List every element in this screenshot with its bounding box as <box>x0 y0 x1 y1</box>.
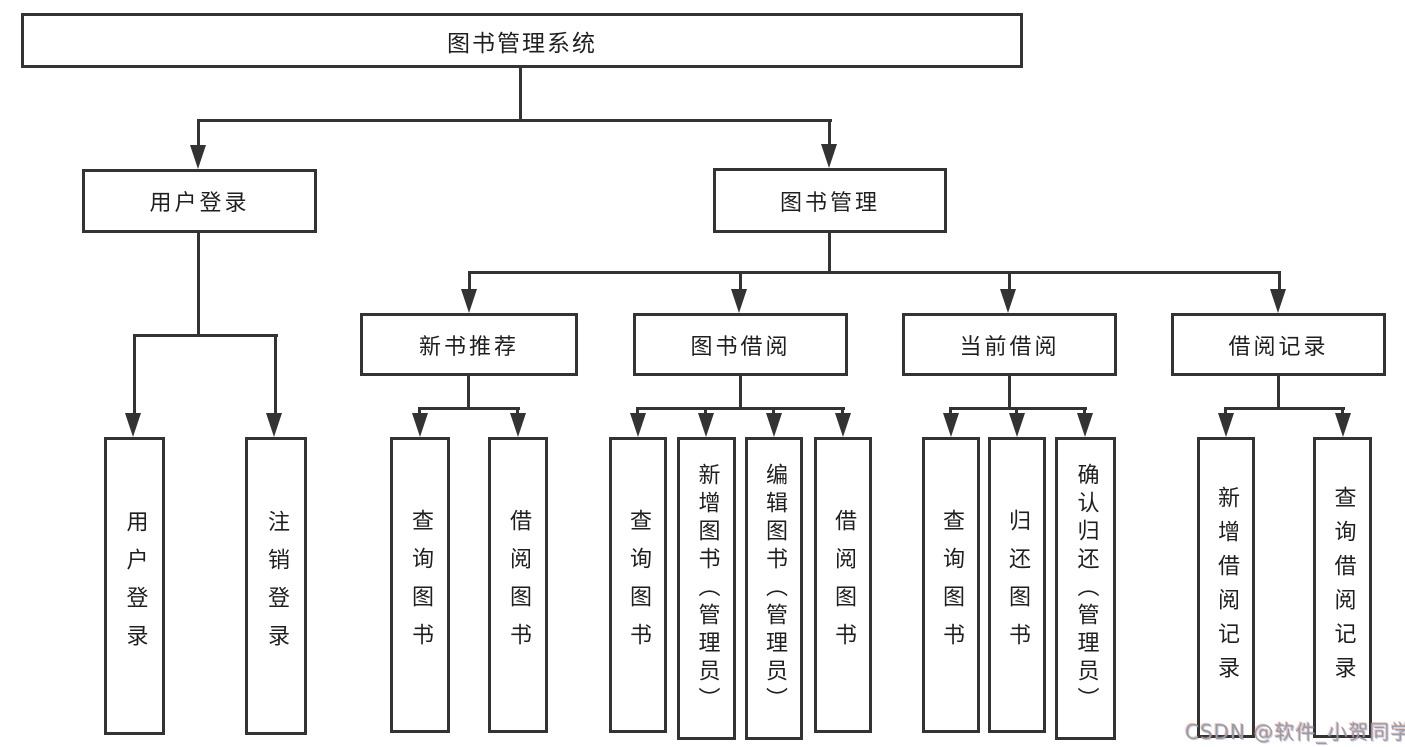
arrow-down-icon <box>1077 413 1093 437</box>
connector-line <box>636 407 845 410</box>
arrow-down-icon <box>266 413 282 437</box>
arrow-down-icon <box>943 413 959 437</box>
connector-line <box>197 233 200 336</box>
leaf-borrow-books: 借阅图书 <box>814 437 872 733</box>
connector-line <box>467 376 470 410</box>
leaf-query-books-borrow: 查询图书 <box>609 437 667 733</box>
node-book-management: 图书管理 <box>713 168 947 233</box>
leaf-edit-books-admin: 编辑图书（管理员） <box>745 437 803 740</box>
arrow-down-icon <box>835 413 851 437</box>
arrow-down-icon <box>731 289 747 313</box>
leaf-label: 查询图书 <box>408 509 433 661</box>
leaf-label: 查询借阅记录 <box>1330 485 1356 690</box>
arrow-down-icon <box>412 413 428 437</box>
leaf-label: 编辑图书（管理员） <box>762 462 787 715</box>
leaf-label: 借阅图书 <box>506 509 531 661</box>
arrow-down-icon <box>461 289 477 313</box>
leaf-add-books-admin: 新增图书（管理员） <box>677 437 736 740</box>
leaf-confirm-return-admin: 确认归还（管理员） <box>1055 437 1116 740</box>
connector-line <box>828 119 831 148</box>
connector-line <box>1277 376 1280 410</box>
connector-line <box>418 407 520 410</box>
node-current-borrowing: 当前借阅 <box>902 313 1117 376</box>
arrow-down-icon <box>1335 413 1351 437</box>
leaf-label: 查询图书 <box>939 509 964 661</box>
leaf-logout: 注销登录 <box>245 437 307 735</box>
leaf-label: 确认归还（管理员） <box>1073 462 1099 715</box>
leaf-user-login: 用户登录 <box>104 437 165 735</box>
connector-line <box>828 233 831 274</box>
leaf-query-books-current: 查询图书 <box>922 437 980 733</box>
leaf-query-books-recommend: 查询图书 <box>390 437 450 733</box>
arrow-down-icon <box>821 144 837 168</box>
node-root-system: 图书管理系统 <box>21 13 1023 68</box>
leaf-label: 归还图书 <box>1005 509 1030 661</box>
leaf-borrow-books-recommend: 借阅图书 <box>488 437 548 733</box>
arrow-down-icon <box>510 413 526 437</box>
csdn-watermark: CSDN @软件_小贺同学 <box>1185 720 1405 744</box>
node-user-login: 用户登录 <box>82 169 317 233</box>
connector-line <box>949 407 1087 410</box>
arrow-down-icon <box>1009 413 1025 437</box>
arrow-down-icon <box>190 145 206 169</box>
connector-line <box>1008 376 1011 410</box>
leaf-label: 查询图书 <box>626 509 651 661</box>
arrow-down-icon <box>630 413 646 437</box>
connector-line <box>133 334 136 416</box>
leaf-return-books: 归还图书 <box>988 437 1046 733</box>
leaf-label: 新增图书（管理员） <box>694 462 720 715</box>
connector-line <box>739 271 742 293</box>
arrow-down-icon <box>766 413 782 437</box>
connector-line <box>739 376 742 410</box>
leaf-query-borrow-record: 查询借阅记录 <box>1313 437 1372 738</box>
connector-line <box>519 68 522 121</box>
arrow-down-icon <box>1000 289 1016 313</box>
connector-line <box>197 119 832 122</box>
leaf-label: 新增借阅记录 <box>1214 485 1239 690</box>
arrow-down-icon <box>1218 413 1234 437</box>
arrow-down-icon <box>698 413 714 437</box>
connector-line <box>274 334 277 416</box>
node-borrowing-records: 借阅记录 <box>1171 313 1386 376</box>
arrow-down-icon <box>125 413 141 437</box>
node-book-borrowing: 图书借阅 <box>633 313 848 376</box>
leaf-label: 用户登录 <box>122 510 148 662</box>
leaf-label: 借阅图书 <box>831 509 856 661</box>
connector-line <box>133 334 278 337</box>
leaf-label: 注销登录 <box>264 510 289 662</box>
connector-line <box>468 271 471 293</box>
connector-line <box>1224 407 1345 410</box>
connector-line <box>468 271 1281 274</box>
arrow-down-icon <box>1270 289 1286 313</box>
connector-line <box>1008 271 1011 293</box>
connector-line <box>197 119 200 149</box>
leaf-add-borrow-record: 新增借阅记录 <box>1197 437 1255 738</box>
node-new-book-recommendation: 新书推荐 <box>360 313 578 376</box>
connector-line <box>1278 271 1281 293</box>
